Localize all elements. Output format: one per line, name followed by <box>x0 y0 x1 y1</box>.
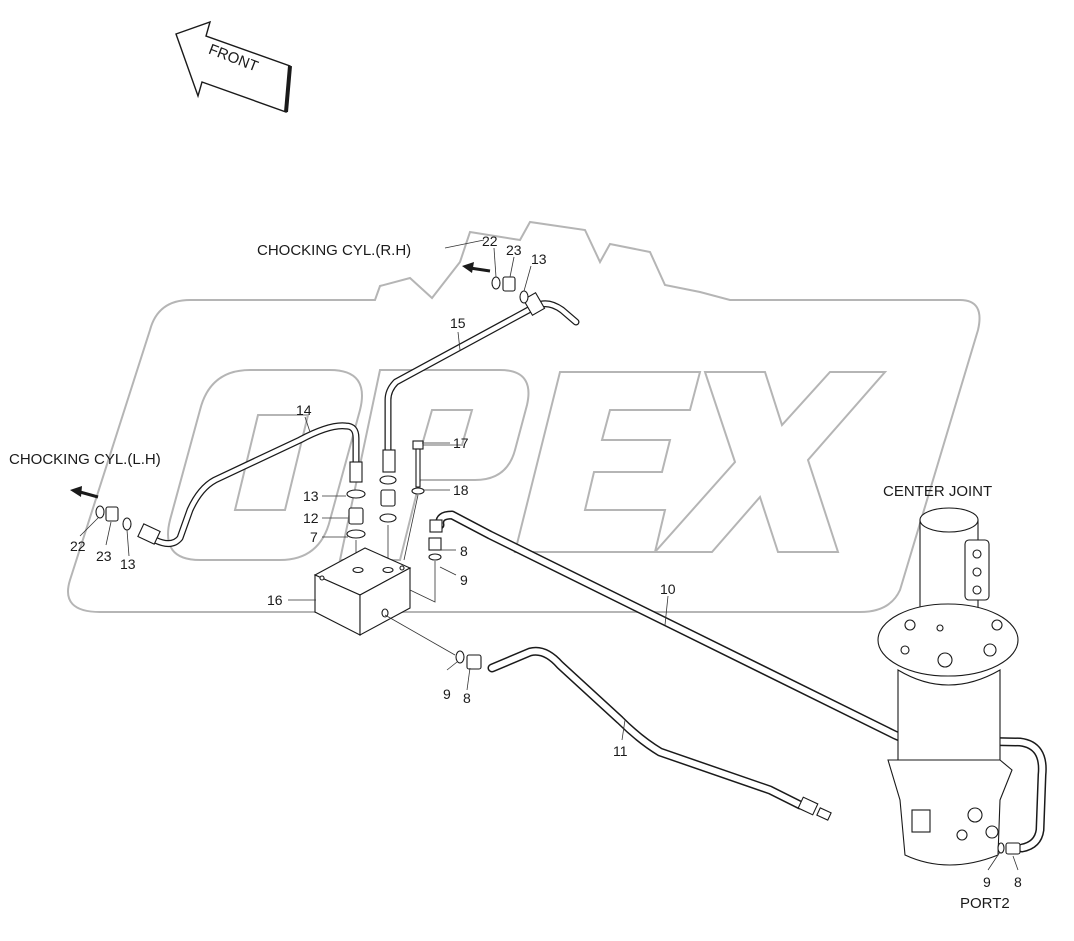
part-number-8-top: 8 <box>460 543 468 559</box>
oring-13-mid <box>346 489 366 499</box>
lh-oring-22 <box>95 505 105 519</box>
oring-right-upper <box>379 475 397 485</box>
part-number-11: 11 <box>613 743 628 759</box>
pipe-14-nut <box>349 461 363 483</box>
part-number-22-lh: 22 <box>70 538 86 554</box>
lh-fittings <box>70 486 132 531</box>
oring-9-low <box>455 650 465 664</box>
front-direction-arrow: FRONT <box>175 20 292 113</box>
part-number-14: 14 <box>296 402 312 418</box>
part-number-8-port: 8 <box>1014 874 1022 890</box>
chocking-cyl-lh-label: CHOCKING CYL.(L.H) <box>9 451 161 468</box>
adapter-right <box>380 489 396 507</box>
part-number-18: 18 <box>453 482 469 498</box>
rh-connector-23 <box>502 276 516 292</box>
part-number-8-low: 8 <box>463 690 471 706</box>
part-number-23-rh: 23 <box>506 242 522 258</box>
rh-direction-arrowhead-icon <box>462 262 474 273</box>
oring-7 <box>346 529 366 539</box>
part-number-7: 7 <box>310 529 318 545</box>
rh-oring-13 <box>519 290 529 304</box>
bolt-17-shank <box>415 448 421 488</box>
part-number-9-port: 9 <box>983 874 991 890</box>
adapter-12 <box>348 507 364 525</box>
oring-9-port <box>997 842 1005 854</box>
oring-right-lower <box>379 513 397 523</box>
chocking-cyl-rh-label: CHOCKING CYL.(R.H) <box>257 242 411 259</box>
pipe-15-nut <box>382 449 396 473</box>
hose-10-elbow <box>429 519 443 533</box>
hose-11 <box>455 646 832 821</box>
watermark-gear-outline <box>67 220 981 613</box>
port2-label: PORT2 <box>960 895 1010 912</box>
pipe-15 <box>382 291 580 473</box>
lh-connector-23 <box>105 506 119 522</box>
part-number-23-lh: 23 <box>96 548 112 564</box>
manifold-block-16 <box>313 547 456 656</box>
rh-fittings <box>462 262 529 304</box>
pipe-14 <box>137 422 363 547</box>
fitting-8-top <box>428 537 442 551</box>
fitting-8-low <box>466 654 482 670</box>
center-joint <box>877 507 1021 866</box>
part-number-16: 16 <box>267 592 283 608</box>
center-joint-label: CENTER JOINT <box>883 483 992 500</box>
bolt-17-head <box>412 440 424 450</box>
part-number-13-mid: 13 <box>303 488 319 504</box>
fitting-8-port <box>1005 842 1021 855</box>
oring-9-top <box>428 553 442 561</box>
block-top-fittings <box>346 440 425 568</box>
part-number-12: 12 <box>303 510 319 526</box>
part-number-17: 17 <box>453 435 469 451</box>
lh-direction-arrowhead-icon <box>70 486 82 497</box>
hose-11-end-fitting <box>816 807 832 821</box>
watermark-letter-x <box>652 371 888 553</box>
part-number-22-rh: 22 <box>482 233 498 249</box>
part-number-9-top: 9 <box>460 572 468 588</box>
pipe-15-end-nut <box>522 291 546 317</box>
part-number-10: 10 <box>660 581 676 597</box>
hose-11-end-nut <box>797 796 819 816</box>
lh-oring-13 <box>122 517 132 531</box>
leader-lines <box>79 239 1019 871</box>
opex-watermark <box>67 220 981 613</box>
part-number-15: 15 <box>450 315 466 331</box>
part-number-13-lh: 13 <box>120 556 136 572</box>
pipe-14-end-nut <box>137 523 161 545</box>
watermark-letter-e <box>513 371 702 553</box>
washer-18 <box>411 487 425 495</box>
watermark-letter-o <box>167 369 363 561</box>
rh-oring-22 <box>491 276 501 290</box>
part-number-9-low: 9 <box>443 686 451 702</box>
part-number-13-rh: 13 <box>531 251 547 267</box>
